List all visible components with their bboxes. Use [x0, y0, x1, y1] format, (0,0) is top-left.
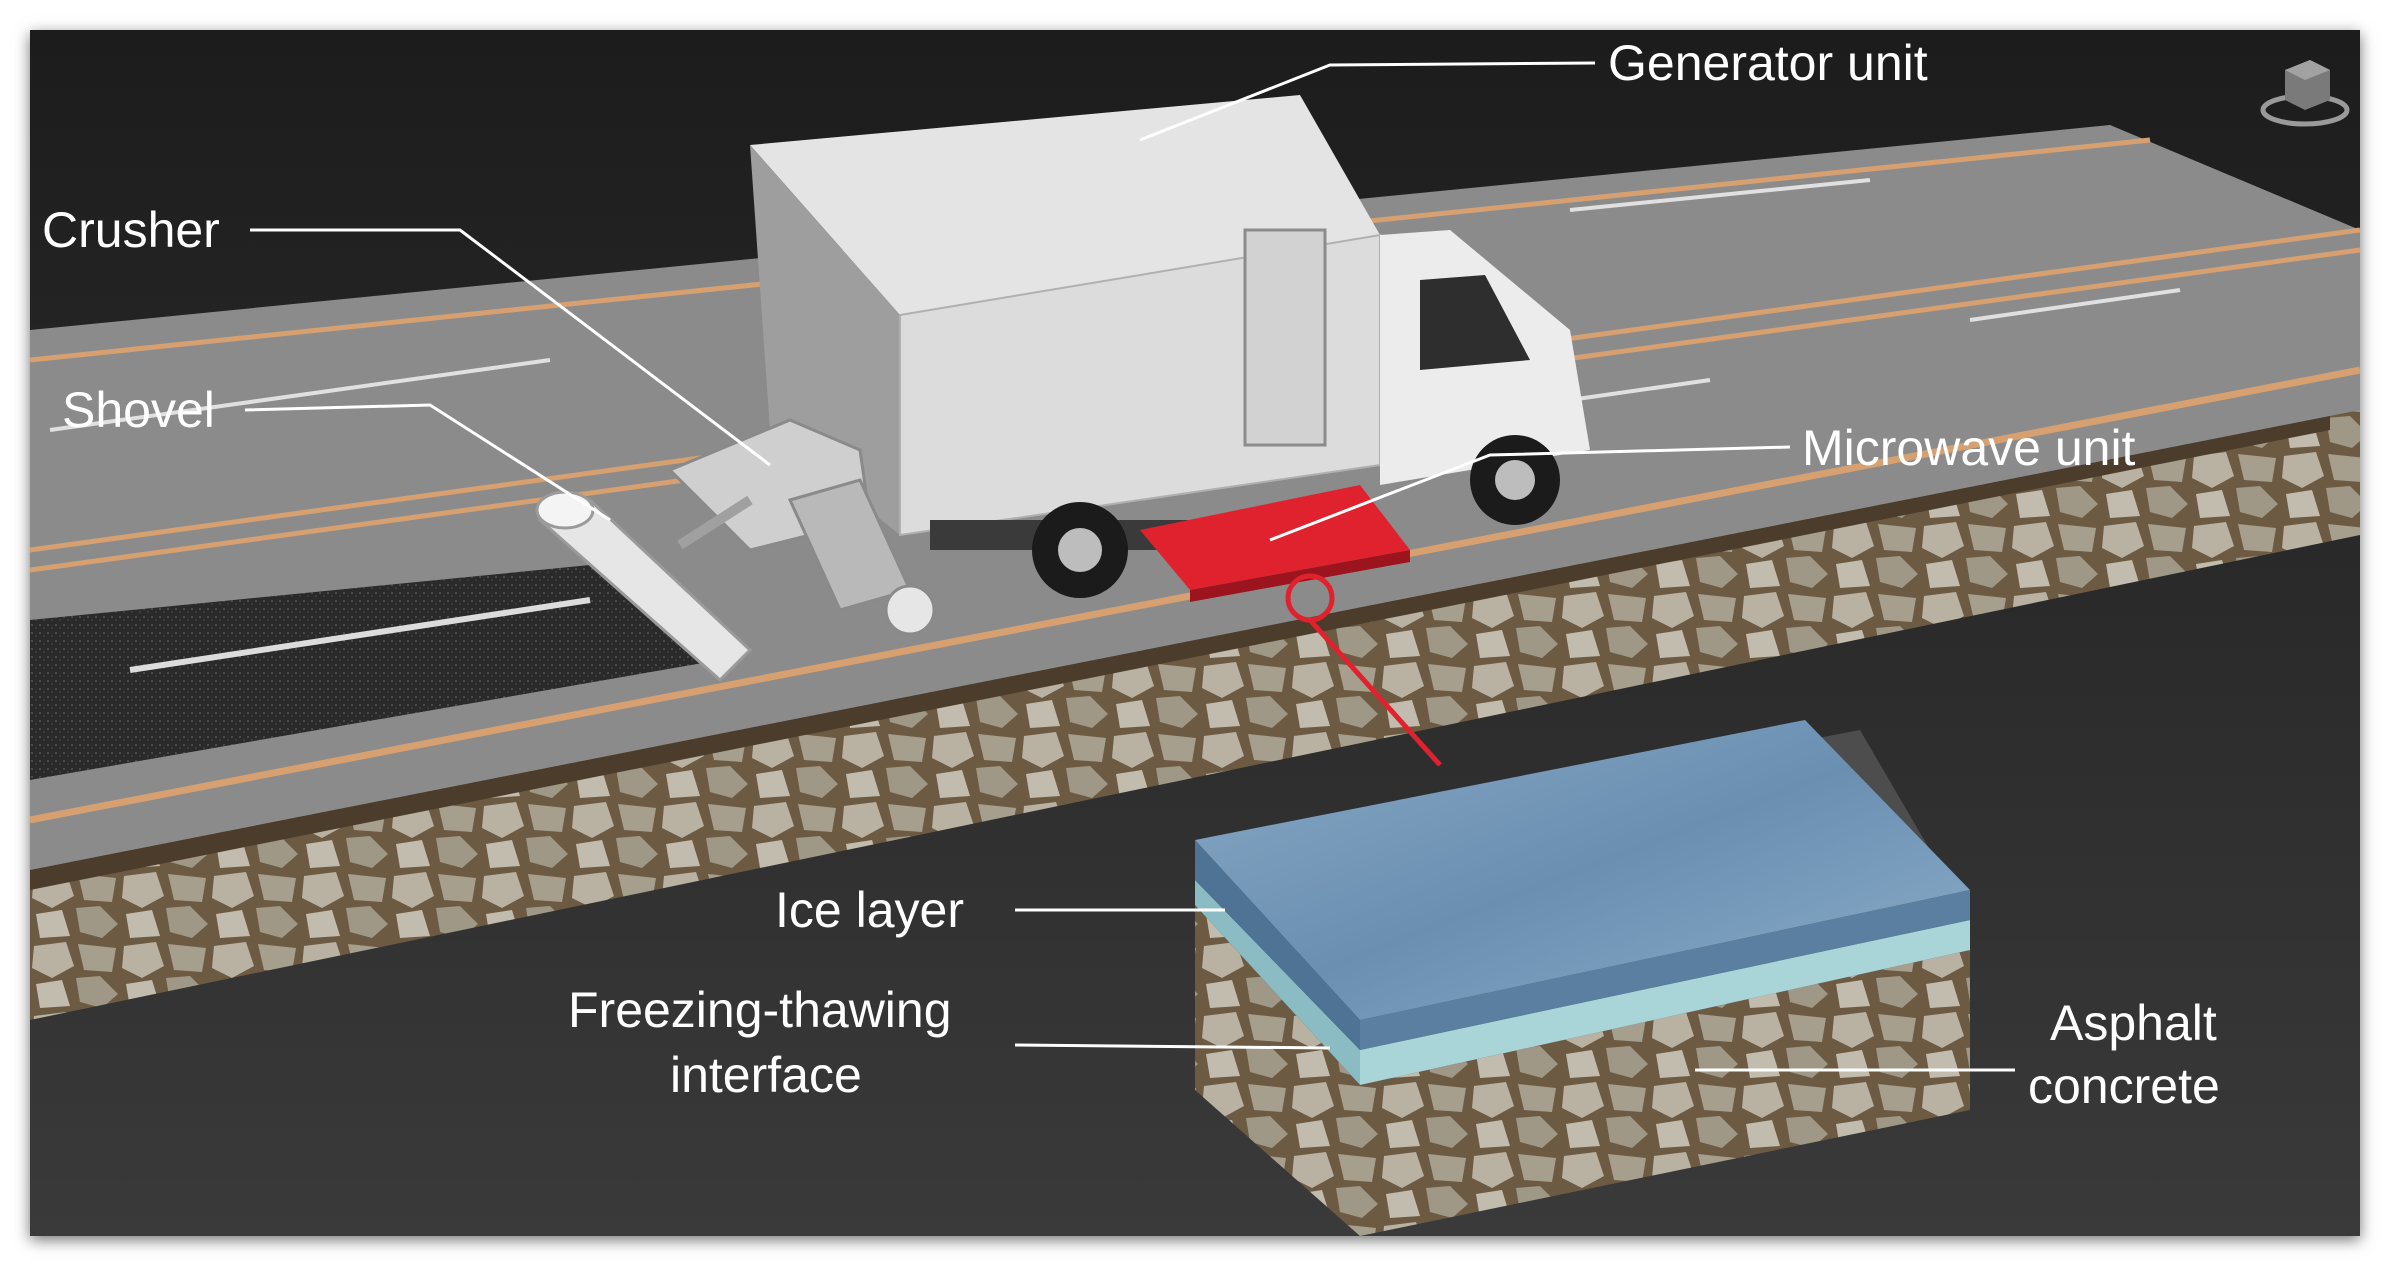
interface-leader	[1014, 1043, 1331, 1050]
cleaned-asphalt-strip	[30, 565, 720, 780]
interface-label-line2: interface	[670, 1047, 862, 1103]
diagram-frame: Generator unit Crusher Shovel Microwave …	[30, 30, 2360, 1236]
microwave-unit-label: Microwave unit	[1802, 420, 2136, 476]
microwave-leader	[1269, 445, 1791, 542]
ice-layer	[1195, 720, 1970, 1020]
truck	[750, 95, 1590, 598]
ice-layer-label: Ice layer	[775, 882, 964, 938]
generator-leader	[1139, 61, 1596, 142]
asphalt-concrete-layer	[1195, 905, 1360, 1236]
shovel-leader	[244, 403, 611, 522]
pavement-detail-block	[1195, 720, 1970, 1236]
road-base-side	[30, 410, 2360, 1020]
asphalt-label-line2: concrete	[2028, 1058, 2220, 1114]
viewcube-icon[interactable]	[2260, 60, 2350, 127]
interface-label-line1: Freezing-thawing	[568, 982, 952, 1038]
generator-unit-label: Generator unit	[1608, 35, 1928, 91]
shovel-label: Shovel	[62, 382, 215, 438]
freezing-thawing-interface-layer	[1360, 920, 1970, 1085]
crusher-label: Crusher	[42, 202, 220, 258]
crusher-leader	[250, 228, 771, 467]
asphalt-label-line1: Asphalt	[2050, 995, 2217, 1051]
detail-callout	[1285, 573, 1442, 767]
road-diagram: Generator unit Crusher Shovel Microwave …	[30, 30, 2360, 1236]
crusher	[667, 418, 936, 636]
